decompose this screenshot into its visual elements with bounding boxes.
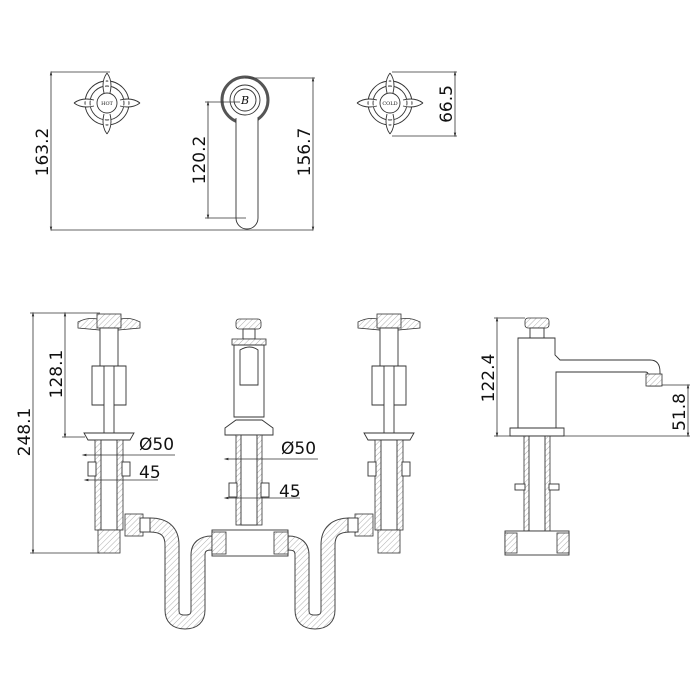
dim-spout-outlet: 51.8 [670,393,690,431]
cold-label: COLD [382,101,397,107]
dim-handle-diameter: 66.5 [437,85,457,123]
dim-overall-height: 163.2 [33,128,53,177]
side-dimension-lines [494,316,690,438]
hot-handle-top: HOT [73,72,141,135]
dim-spout-top: 122.4 [479,354,499,403]
spout-section [211,318,289,557]
dim-hole-center: Ø50 [281,439,316,459]
dim-spout-lever: 120.2 [190,136,210,185]
top-view: HOT COLD B [33,70,457,232]
dim-shank-left: 45 [139,463,161,483]
hot-label: HOT [101,101,113,107]
front-dimension-lines [30,311,318,555]
front-view: 248.1 128.1 Ø50 45 Ø50 45 [15,311,421,630]
spout-top: B [220,75,270,230]
logo-letter: B [240,94,249,107]
side-view: 122.4 51.8 [479,316,690,556]
hot-valve-section [77,313,151,554]
cold-handle-top: COLD [356,72,424,135]
cold-valve-section [347,313,421,554]
top-dimension-lines [49,70,457,232]
dim-hole-left: Ø50 [139,435,174,455]
dim-total-height: 248.1 [15,408,35,457]
dim-spout-height: 156.7 [295,128,315,177]
dim-valve-height: 128.1 [47,350,67,399]
dim-shank-center: 45 [279,482,301,502]
